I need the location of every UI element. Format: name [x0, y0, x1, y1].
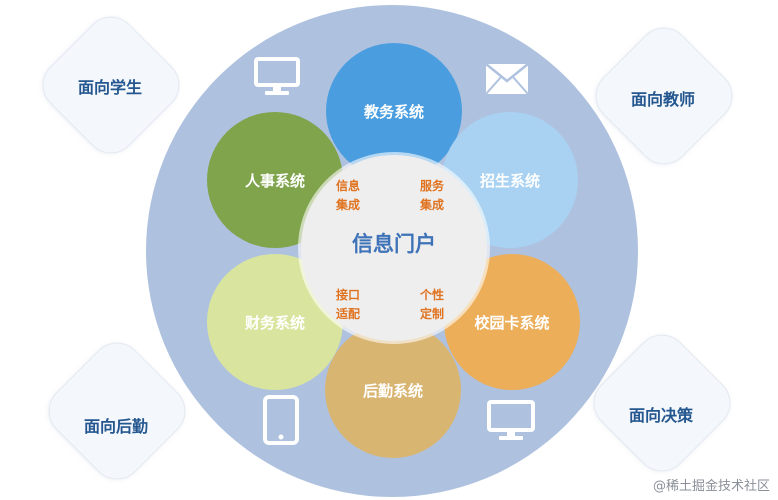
monitor-icon	[254, 57, 300, 95]
audience-label-students: 面向学生	[77, 78, 142, 97]
system-label: 人事系统	[244, 171, 305, 190]
tag-personal-customization: 个性 定制	[408, 286, 456, 324]
system-logistics: 后勤系统	[325, 322, 461, 458]
system-label: 后勤系统	[362, 381, 423, 400]
system-label: 财务系统	[244, 313, 305, 332]
tag-line: 集成	[419, 198, 444, 212]
tag-line: 服务	[419, 179, 444, 193]
tag-line: 集成	[335, 198, 360, 212]
center-title: 信息门户	[352, 232, 436, 256]
system-label: 教务系统	[363, 102, 424, 121]
tag-line: 个性	[419, 288, 444, 302]
tag-service-integration: 服务 集成	[408, 177, 456, 215]
tag-line: 信息	[335, 179, 360, 193]
system-label: 校园卡系统	[474, 313, 550, 332]
envelope-icon	[485, 63, 529, 95]
tag-line: 定制	[419, 307, 444, 321]
audience-label-logistics: 面向后勤	[83, 417, 148, 436]
tag-line: 适配	[335, 307, 360, 321]
watermark: @稀土掘金技术社区	[652, 479, 770, 494]
tablet-icon	[263, 395, 299, 445]
tag-info-integration: 信息 集成	[324, 177, 372, 215]
system-label: 招生系统	[479, 171, 540, 190]
tag-line: 接口	[335, 288, 360, 302]
audience-label-teachers: 面向教师	[630, 90, 695, 109]
monitor-icon	[487, 400, 535, 440]
portal-center	[301, 155, 487, 341]
tag-interface-adaptation: 接口 适配	[324, 286, 372, 324]
audience-label-decision: 面向决策	[628, 406, 693, 425]
